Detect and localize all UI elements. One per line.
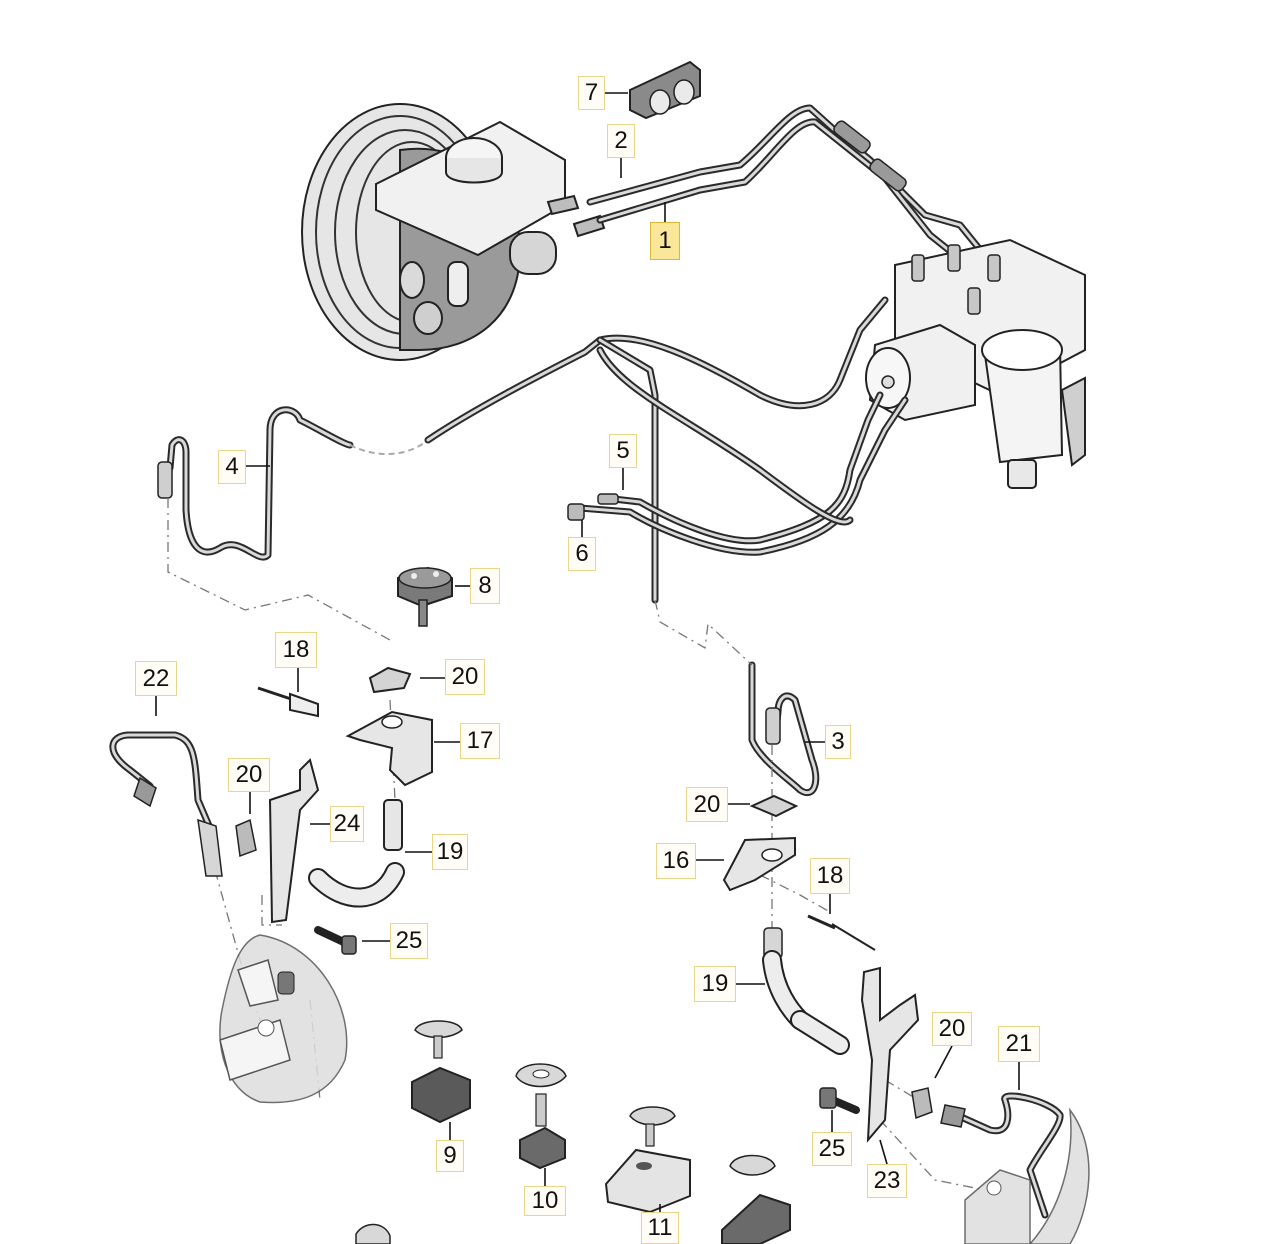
brake-line-part-21 (940, 1092, 1064, 1219)
callout-20-top[interactable]: 20 (445, 659, 485, 695)
callout-18-left[interactable]: 18 (275, 632, 317, 668)
brake-line-part-22 (109, 731, 223, 877)
right-caliper-bracket-group (722, 794, 933, 1143)
callout-leader-lines (155, 92, 1020, 1212)
clip-part-11 (604, 1106, 691, 1214)
clip-extra (355, 1154, 791, 1244)
callout-2[interactable]: 2 (607, 124, 635, 158)
callout-11[interactable]: 11 (641, 1212, 679, 1244)
callout-4[interactable]: 4 (218, 450, 246, 484)
callout-24[interactable]: 24 (330, 806, 364, 842)
clip-part-10 (515, 1063, 567, 1170)
callout-8[interactable]: 8 (470, 568, 500, 604)
brake-lines-part-5-6 (567, 336, 909, 604)
callout-9[interactable]: 9 (436, 1140, 464, 1172)
callout-1[interactable]: 1 (650, 222, 680, 260)
callout-19-right[interactable]: 19 (694, 966, 736, 1002)
brake-lines-upper (586, 104, 994, 266)
callout-23[interactable]: 23 (867, 1164, 907, 1198)
callout-19-left[interactable]: 19 (432, 834, 468, 870)
left-caliper-bracket-group (235, 666, 433, 955)
brake-line-part-4 (157, 296, 889, 561)
brake-booster-master-cylinder (301, 103, 606, 361)
callout-7[interactable]: 7 (578, 76, 605, 110)
callout-25-left[interactable]: 25 (390, 923, 428, 959)
clip-part-9 (411, 1020, 471, 1124)
callout-21[interactable]: 21 (998, 1026, 1040, 1062)
callout-3[interactable]: 3 (825, 725, 851, 759)
callout-17[interactable]: 17 (460, 723, 500, 759)
brake-line-part-3 (748, 661, 820, 796)
callout-20-left[interactable]: 20 (228, 758, 270, 792)
callout-18-right[interactable]: 18 (810, 858, 850, 894)
grommet-part-8 (397, 566, 453, 627)
callout-22[interactable]: 22 (135, 661, 177, 696)
callout-10[interactable]: 10 (524, 1186, 566, 1216)
callout-25-right[interactable]: 25 (812, 1132, 852, 1166)
callout-5[interactable]: 5 (609, 434, 637, 468)
callout-20-right[interactable]: 20 (932, 1012, 972, 1046)
left-brake-caliper-ghost (219, 934, 348, 1104)
callout-6[interactable]: 6 (568, 537, 596, 571)
callout-20-mid[interactable]: 20 (686, 787, 728, 822)
clip-part-7 (629, 60, 701, 120)
abs-hydraulic-unit (865, 238, 1086, 489)
callout-16[interactable]: 16 (656, 843, 696, 879)
right-brake-caliper-ghost (964, 1107, 1090, 1244)
